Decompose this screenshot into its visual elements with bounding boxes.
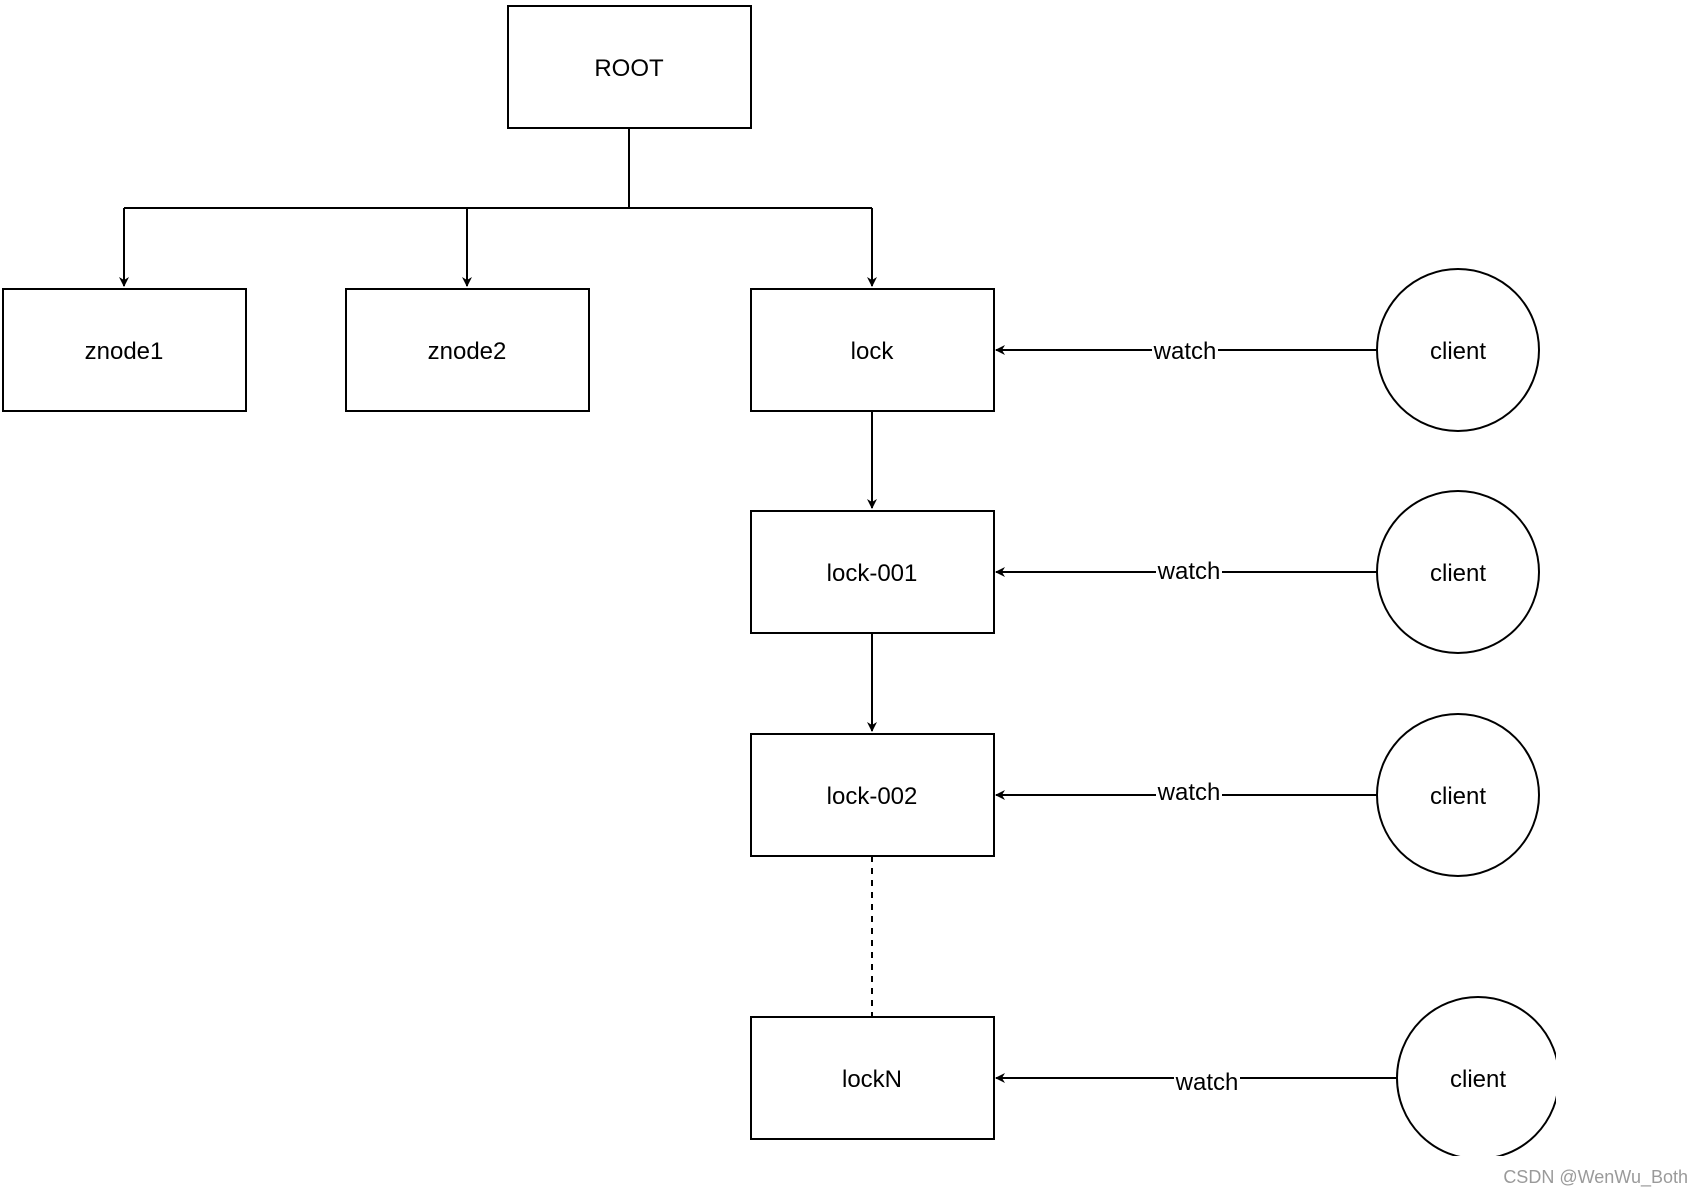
node-lock-002-label: lock-002 xyxy=(827,783,918,810)
node-lock-label: lock xyxy=(851,338,895,365)
node-lockN-box xyxy=(750,1016,995,1140)
node-znode1-box xyxy=(2,288,247,412)
watch-label-bg xyxy=(1152,334,1218,364)
node-znode1-label: znode1 xyxy=(85,338,164,365)
watch-label: watch xyxy=(1175,1069,1239,1096)
node-lock-box xyxy=(750,288,995,412)
node-lock-002[interactable]: lock-002 xyxy=(750,733,995,857)
watch-label: watch xyxy=(1157,558,1221,585)
watch-edge-3: watch xyxy=(995,778,1377,808)
root-edges xyxy=(119,128,877,287)
client-circle xyxy=(1376,268,1540,432)
node-root[interactable]: ROOT xyxy=(507,5,752,129)
client-1[interactable]: client xyxy=(1376,268,1540,432)
client-3[interactable]: client xyxy=(1376,713,1540,877)
client-label: client xyxy=(1430,338,1486,365)
watch-label-bg xyxy=(1174,1068,1240,1098)
watch-label: watch xyxy=(1153,338,1217,365)
node-znode2-label: znode2 xyxy=(428,338,507,365)
watch-edge-2: watch xyxy=(995,556,1377,586)
client-label: client xyxy=(1430,783,1486,810)
node-lock-002-box xyxy=(750,733,995,857)
client-4-clip-bottom xyxy=(1380,1156,1580,1186)
client-label: client xyxy=(1430,560,1486,587)
client-2[interactable]: client xyxy=(1376,490,1540,654)
client-4[interactable]: client xyxy=(1380,990,1596,1186)
node-znode2-box xyxy=(345,288,590,412)
node-znode1[interactable]: znode1 xyxy=(2,288,247,412)
node-lock-001-label: lock-001 xyxy=(827,560,918,587)
watch-edge-4: watch xyxy=(995,1068,1397,1098)
node-root-box xyxy=(507,5,752,129)
client-circle xyxy=(1376,490,1540,654)
node-lockN-label: lockN xyxy=(842,1066,902,1093)
node-root-label: ROOT xyxy=(594,55,664,82)
client-4-clip xyxy=(1556,990,1596,1180)
node-znode2[interactable]: znode2 xyxy=(345,288,590,412)
watch-label-bg xyxy=(1156,556,1222,586)
client-circle xyxy=(1376,713,1540,877)
watch-edge-1: watch xyxy=(995,334,1377,365)
node-lock-001-box xyxy=(750,510,995,634)
client-label: client xyxy=(1450,1066,1506,1093)
watch-label: watch xyxy=(1157,779,1221,806)
watermark: CSDN @WenWu_Both xyxy=(1503,1167,1688,1188)
node-lockN[interactable]: lockN xyxy=(750,1016,995,1140)
node-lock[interactable]: lock xyxy=(750,288,995,412)
node-lock-001[interactable]: lock-001 xyxy=(750,510,995,634)
watch-label-bg xyxy=(1156,778,1222,808)
